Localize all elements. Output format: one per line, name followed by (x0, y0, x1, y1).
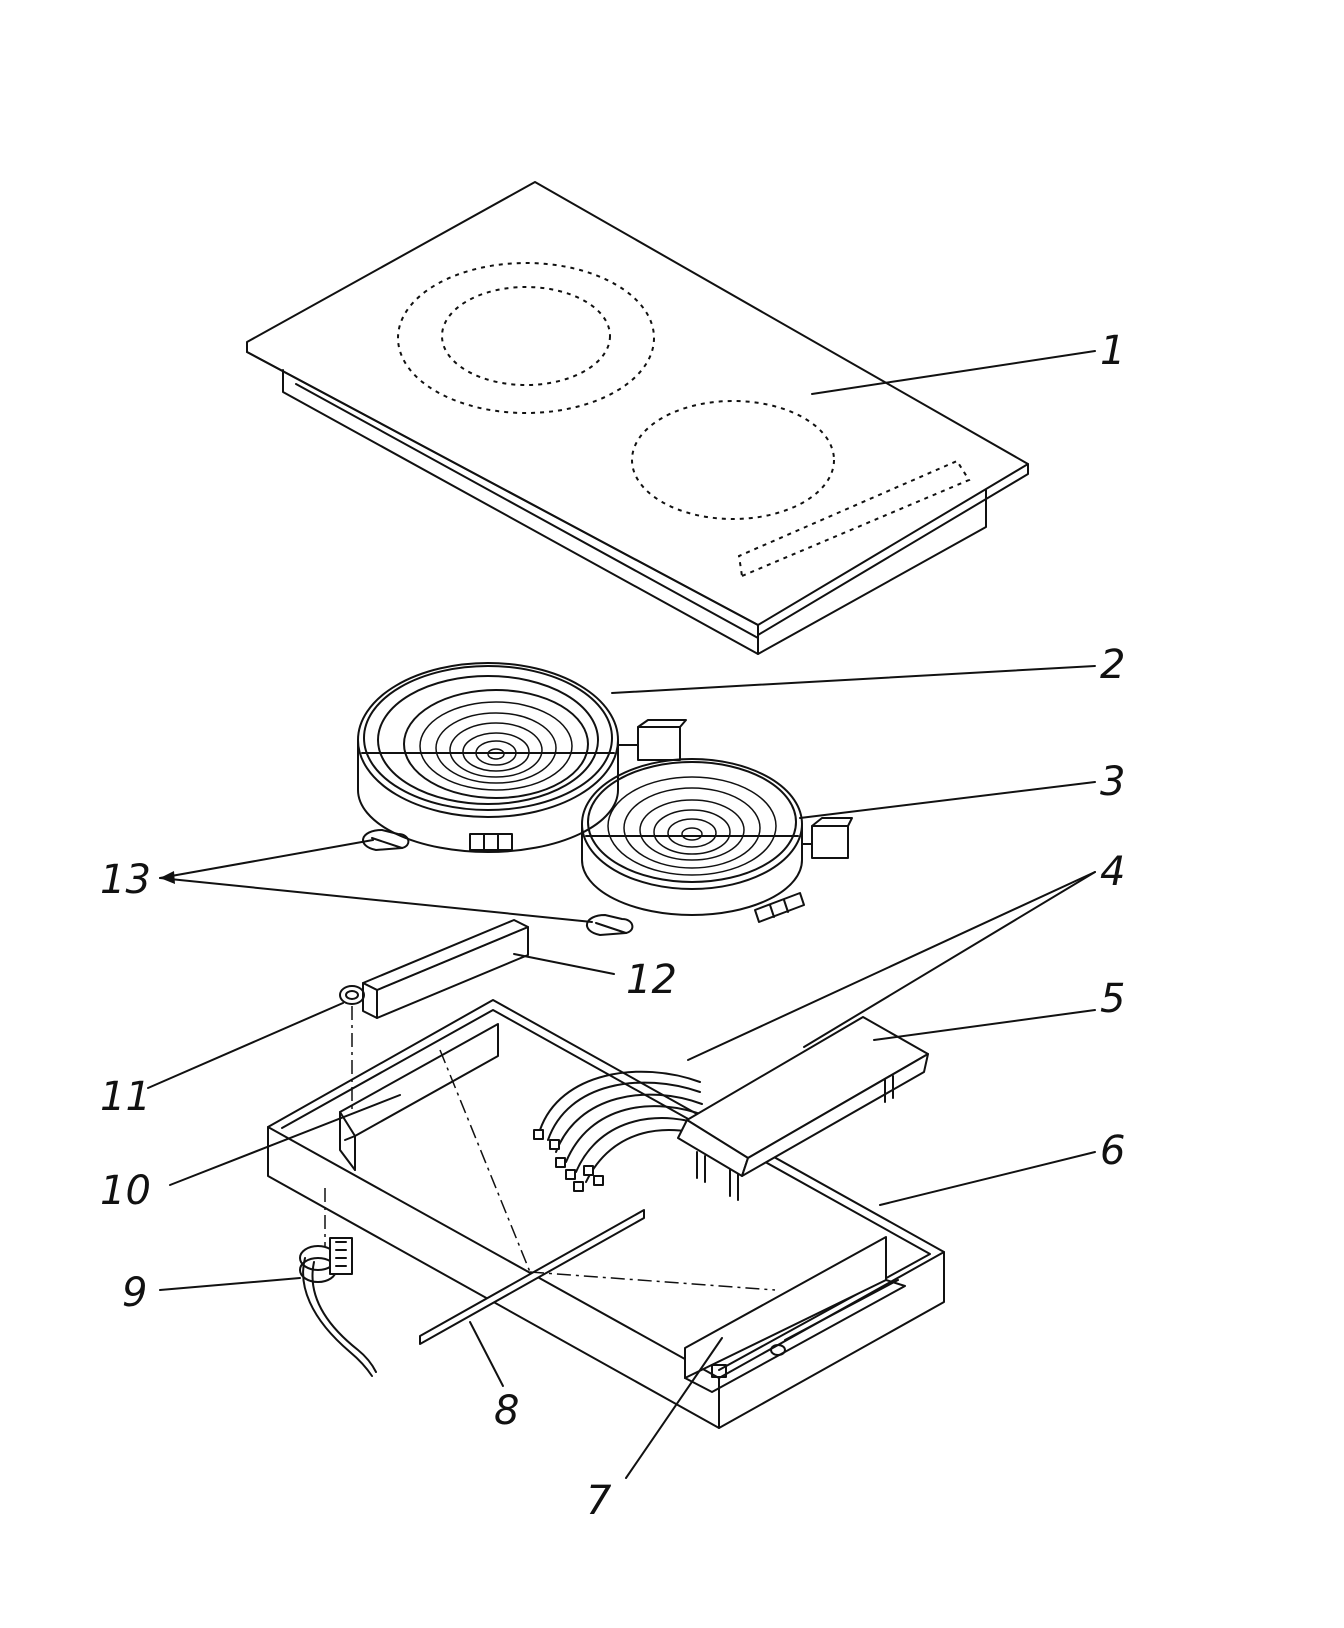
label-part-10: 10 (100, 1168, 151, 1214)
label-part-4: 4 (1100, 849, 1125, 895)
control-circuit-board (677, 1016, 929, 1201)
mounting-clips (362, 829, 634, 936)
label-part-6: 6 (1100, 1128, 1125, 1174)
label-part-11: 11 (100, 1074, 151, 1120)
part-labels: 1 2 3 4 5 6 7 8 9 10 11 12 13 (100, 328, 1125, 1524)
label-part-5: 5 (1100, 976, 1125, 1022)
label-part-2: 2 (1100, 642, 1125, 688)
label-part-13: 13 (100, 857, 151, 903)
small-heating-element (581, 758, 853, 923)
second-zone-marking (631, 400, 835, 520)
assembly-center-lines (324, 1006, 776, 1291)
grommet-ring (339, 985, 365, 1005)
cooktop-glass-plate (246, 181, 1029, 655)
label-part-8: 8 (494, 1388, 519, 1434)
label-part-3: 3 (1100, 759, 1125, 805)
left-support-bracket (339, 1023, 499, 1171)
right-rear-bracket (684, 1236, 906, 1393)
large-heating-element (357, 662, 687, 853)
label-part-7: 7 (586, 1478, 612, 1524)
insulation-bar (362, 919, 529, 1019)
power-cord (299, 1237, 377, 1377)
leader-lines (147, 350, 1096, 1479)
thin-strip (419, 1209, 645, 1345)
label-part-1: 1 (1100, 328, 1125, 374)
inner-zone-marking (441, 286, 611, 386)
label-part-9: 9 (122, 1270, 147, 1316)
label-part-12: 12 (626, 957, 677, 1003)
control-panel-marking (737, 459, 971, 578)
outer-zone-marking (397, 262, 655, 414)
